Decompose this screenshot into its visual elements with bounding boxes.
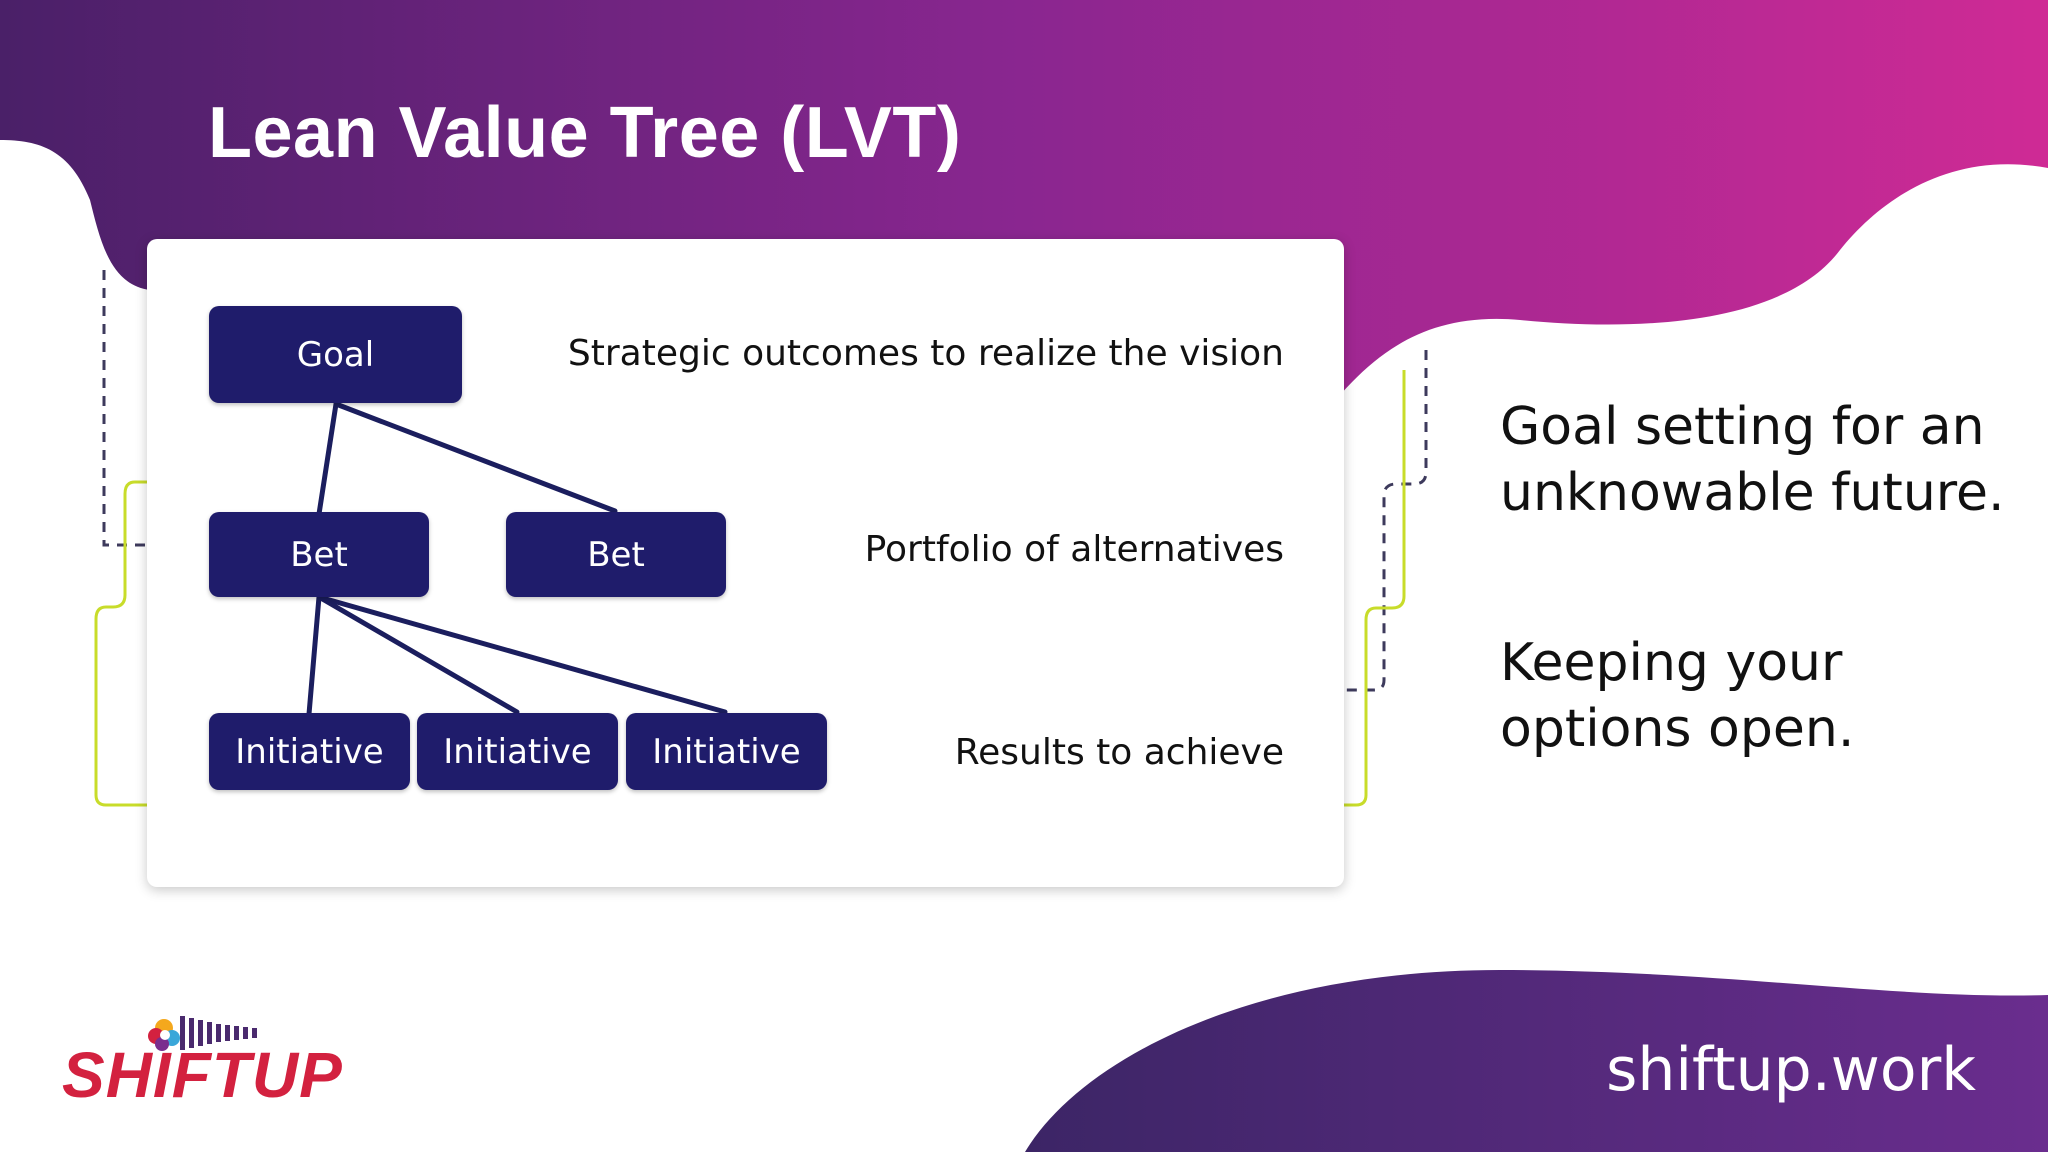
bet-node: Bet [209, 512, 429, 597]
tree-connectors [306, 401, 728, 717]
lime-line-left [94, 480, 147, 807]
slide-title: Lean Value Tree (LVT) [208, 93, 962, 173]
dashed-line-left [102, 270, 148, 547]
initiative-level-description: Results to achieve [954, 732, 1284, 773]
statement-goal-setting: Goal setting for an unknowable future. [1500, 394, 2005, 526]
statement-line: Goal setting for an [1500, 397, 1985, 457]
initiative-node: Initiative [626, 713, 827, 790]
initiative-node: Initiative [417, 713, 618, 790]
connector-bet1-init3 [316, 594, 728, 715]
tree-card: Goal Bet Bet Initiative Initiative Initi… [147, 239, 1344, 887]
statement-line: unknowable future. [1500, 463, 2005, 523]
goal-node: Goal [209, 306, 462, 403]
connector-goal-bet1 [316, 401, 339, 517]
bottom-wave-shape [1025, 970, 2048, 1152]
dashed-line-right [1344, 350, 1428, 692]
top-banner-shape [0, 0, 2048, 395]
website-url[interactable]: shiftup.work [1606, 1035, 1976, 1105]
connector-goal-bet2 [333, 401, 618, 514]
logo-wordmark: SHIFTUP [62, 1039, 343, 1111]
connector-bet1-init1 [306, 594, 322, 717]
logo-icon [148, 1016, 257, 1051]
connector-bet1-init2 [316, 594, 520, 715]
bet-node: Bet [506, 512, 726, 597]
bet-level-description: Portfolio of alternatives [864, 529, 1284, 570]
statement-options-open: Keeping your options open. [1500, 630, 1854, 762]
statement-line: Keeping your [1500, 633, 1843, 693]
shiftup-logo: SHIFTUP [62, 1000, 352, 1111]
initiative-node: Initiative [209, 713, 410, 790]
goal-level-description: Strategic outcomes to realize the vision [567, 333, 1284, 374]
statement-line: options open. [1500, 699, 1855, 759]
lime-line-right [1344, 370, 1406, 807]
